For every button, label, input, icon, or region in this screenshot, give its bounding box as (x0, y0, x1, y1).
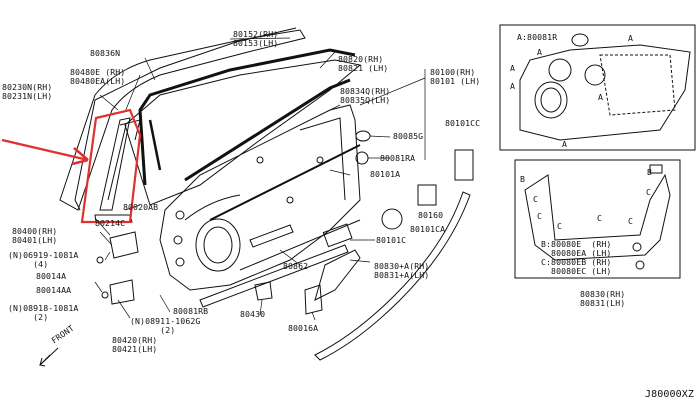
label-80836n: 80836N (90, 48, 121, 58)
inset-label-a: A (562, 139, 568, 149)
label-80081rb: 80081RB (173, 306, 209, 316)
inset-label-c: C (628, 216, 634, 226)
speaker-opening (195, 218, 241, 272)
label-80830: 80830(RH) 80831(LH) (580, 289, 626, 308)
hinge-upper (109, 231, 139, 259)
label-80101cc: 80101CC (445, 118, 481, 128)
label-08918: (N)08918-1081A (2) (8, 303, 79, 322)
part-80101c (322, 223, 353, 248)
part-80830a (314, 249, 361, 301)
inset-label-c: C (557, 221, 563, 231)
inset-label-c: C (533, 194, 539, 204)
label-80480e: 80480E (RH) 80480EA(LH) (70, 67, 126, 86)
part-80430 (254, 281, 273, 301)
inset-label-c: C (537, 211, 543, 221)
label-80100: 80100(RH) 80101 (LH) (430, 67, 481, 86)
label-80830a: 80830+A(RH) 80831+A(LH) (374, 261, 430, 280)
callout-box (80, 108, 142, 224)
inset-label-b: B (647, 167, 653, 177)
label-80014a: 80014A (36, 271, 67, 281)
label-80016a: 80016A (288, 323, 319, 333)
inset-label-c: C (646, 187, 652, 197)
callout-arrow (1, 138, 89, 162)
belt-moulding (184, 78, 351, 182)
part-80085g (355, 130, 371, 142)
label-80820: 80820(RH) 80821 (LH) (338, 54, 389, 73)
part-80101ca (381, 208, 403, 230)
label-80101ca: 80101CA (410, 224, 446, 234)
inset-top (499, 24, 696, 151)
label-80160: 80160 (418, 210, 444, 220)
part-80862 (249, 224, 294, 248)
diagram-code: J80000XZ (645, 389, 694, 400)
label-80862: 80862 (283, 261, 309, 271)
label-80014aa: 80014AA (36, 285, 72, 295)
inset-label-a-def: A:80081R (517, 32, 558, 42)
inset-label-a: A (628, 33, 634, 43)
inset-label-b: B (520, 174, 526, 184)
part-80016a (304, 284, 323, 315)
door-glass (124, 59, 362, 206)
inset-bottom (514, 159, 681, 279)
inset-label-a: A (537, 47, 543, 57)
weatherstrip (138, 48, 356, 186)
label-80081ra: 80081RA (380, 153, 416, 163)
label-80085g: 80085G (393, 131, 424, 141)
label-80420: 80420(RH) 80421(LH) (112, 335, 158, 354)
part-80160 (417, 184, 437, 206)
label-80834q: 80834Q(RH) 80835Q(LH) (340, 86, 391, 105)
door-seal (314, 191, 471, 361)
label-08911: (N)08911-1062G (2) (130, 316, 201, 335)
door-sash (74, 27, 297, 211)
label-80020ab: 80020AB (123, 202, 159, 212)
inset-label-a: A (510, 81, 516, 91)
part-80101cc (454, 149, 474, 181)
inset-label-a: A (598, 92, 604, 102)
label-80152: 80152(RH) 80153(LH) (233, 29, 279, 48)
window-regulator (99, 117, 131, 211)
inset-label-c: C (597, 213, 603, 223)
label-80430: 80430 (240, 309, 266, 319)
label-80101c: 80101C (376, 235, 407, 245)
label-06919: (N)06919-1081A (4) (8, 250, 79, 269)
label-80101a: 80101A (370, 169, 401, 179)
label-80214c: 80214C (95, 218, 126, 228)
hinge-lower (109, 279, 135, 305)
inset-label-bc-def: B:80080E (RH) 80080EA (LH) C:80080EB (RH… (541, 239, 612, 276)
label-80400: 80400(RH) 80401(LH) (12, 226, 58, 245)
label-80230n: 80230N(RH) 80231N(LH) (2, 82, 53, 101)
door-outer-panel (59, 29, 306, 211)
inset-label-a: A (510, 63, 516, 73)
